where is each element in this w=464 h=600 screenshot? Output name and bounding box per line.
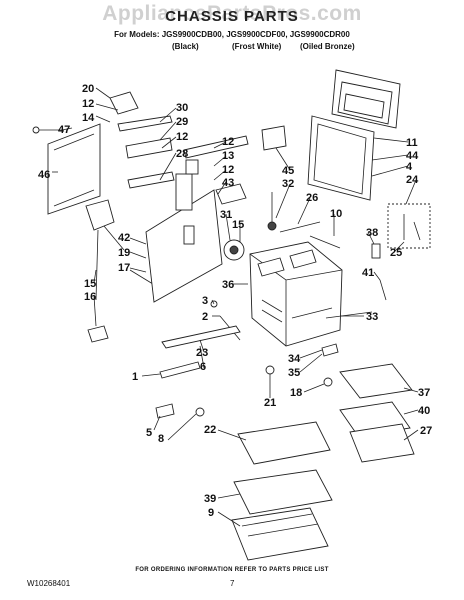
callout-36: 36	[222, 279, 234, 291]
callout-15: 15	[232, 219, 244, 231]
callout-26: 26	[306, 192, 318, 204]
callout-38: 38	[366, 227, 378, 239]
callout-25: 25	[390, 247, 402, 259]
callout-14: 14	[82, 112, 95, 124]
callout-21: 21	[264, 397, 276, 409]
callout-29: 29	[176, 116, 188, 128]
callout-10: 10	[330, 208, 342, 220]
callout-45: 45	[282, 165, 294, 177]
callout-32: 32	[282, 178, 294, 190]
callout-20: 20	[82, 83, 94, 95]
callout-3: 3	[202, 295, 208, 307]
callout-9: 9	[208, 507, 214, 519]
watermark: AppliancePartsPros.com	[102, 2, 362, 25]
callout-23: 23	[196, 347, 208, 359]
document-number: W10268401	[27, 579, 71, 588]
callout-46: 46	[38, 169, 50, 181]
callout-22: 22	[204, 424, 216, 436]
callout-27: 27	[420, 425, 432, 437]
callout-31: 31	[220, 209, 232, 221]
callout-11: 11	[406, 137, 418, 149]
callout-47: 47	[58, 124, 70, 136]
callout-28: 28	[176, 148, 188, 160]
callout-2: 2	[202, 311, 208, 323]
callout-33: 33	[366, 311, 378, 323]
callout-5: 5	[146, 427, 152, 439]
callout-13: 13	[222, 150, 234, 162]
callout-30: 30	[176, 102, 188, 114]
callout-44: 44	[406, 150, 419, 162]
page-number: 7	[230, 579, 235, 588]
callout-8: 8	[158, 433, 164, 445]
callout-labels: 20 12 14 47 46 30 29 12 28 12 13 12 43 4…	[38, 83, 432, 519]
callout-18: 18	[290, 387, 302, 399]
models-line: For Models: JGS9900CDB00, JGS9900CDF00, …	[114, 30, 350, 39]
callout-42: 42	[118, 232, 130, 244]
callout-4: 4	[406, 161, 413, 173]
callout-6: 6	[200, 361, 206, 373]
callout-19: 19	[118, 247, 130, 259]
callout-16: 16	[84, 291, 96, 303]
callout-39: 39	[204, 493, 216, 505]
callout-40: 40	[418, 405, 430, 417]
callout-15: 15	[84, 278, 96, 290]
callout-41: 41	[362, 267, 374, 279]
variant-label-black: (Black)	[172, 42, 199, 51]
callout-43: 43	[222, 177, 234, 189]
ordering-note: FOR ORDERING INFORMATION REFER TO PARTS …	[135, 567, 329, 573]
callout-12: 12	[222, 136, 234, 148]
leader-lines	[52, 87, 419, 527]
callout-12: 12	[176, 131, 188, 143]
callout-12: 12	[82, 98, 94, 110]
callout-24: 24	[406, 174, 419, 186]
callout-1: 1	[132, 371, 138, 383]
callout-35: 35	[288, 367, 300, 379]
callout-34: 34	[288, 353, 301, 365]
variant-label-oiled-bronze: (Oiled Bronze)	[300, 42, 355, 51]
callout-37: 37	[418, 387, 430, 399]
parts-artwork	[32, 69, 431, 561]
callout-17: 17	[118, 262, 130, 274]
variant-label-frost-white: (Frost White)	[232, 42, 282, 51]
page-title: CHASSIS PARTS	[165, 8, 299, 25]
callout-12: 12	[222, 164, 234, 176]
